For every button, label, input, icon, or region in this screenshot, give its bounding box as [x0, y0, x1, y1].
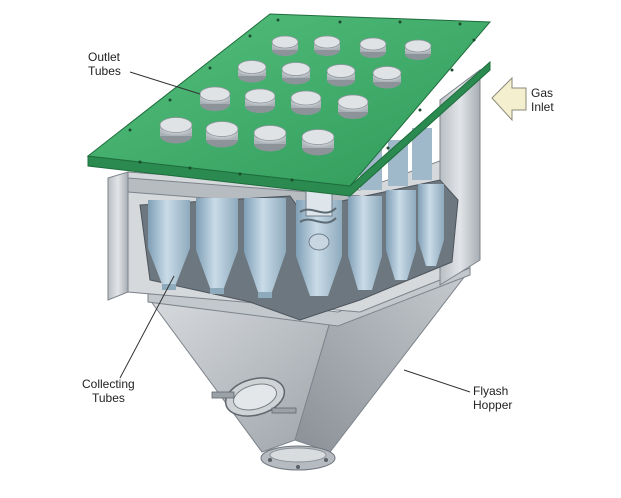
collecting-tube: [196, 198, 238, 294]
label-outlet-tubes: Outlet Tubes: [88, 50, 121, 78]
outlet-tube: [253, 125, 287, 152]
outlet-tube: [372, 66, 402, 89]
label-flyash-hopper: Flyash Hopper: [473, 384, 513, 412]
plate-bolts: [128, 18, 476, 182]
outlet-tube: [326, 64, 356, 87]
outlet-tube: [271, 35, 299, 56]
collecting-tube: [244, 198, 286, 298]
outlet-tube: [337, 94, 369, 119]
leader-outlet-tubes: [129, 71, 201, 95]
collecting-tube: [348, 196, 382, 290]
hopper-rim: [147, 261, 471, 327]
outlet-tube: [244, 88, 276, 113]
hopper-access-door: [211, 377, 297, 417]
outlet-tube: [301, 129, 335, 156]
leader-lines: [119, 71, 471, 393]
collecting-tube: [418, 184, 444, 266]
tube-sheet-plate: [86, 13, 492, 197]
outlet-tube: [237, 60, 267, 83]
gas-inlet-arrow: [491, 76, 527, 122]
outlet-tube: [199, 86, 231, 111]
collecting-tube: [386, 190, 416, 280]
housing-left-wall: [107, 171, 129, 301]
collecting-tube-cutaway: [296, 185, 342, 296]
outlet-tube: [290, 90, 322, 115]
plate-top: [86, 13, 492, 187]
collecting-tubes: [148, 128, 444, 298]
collecting-tube: [148, 200, 190, 290]
outlet-tube: [281, 62, 311, 85]
label-gas-inlet: Gas Inlet: [531, 86, 554, 114]
leader-flyash-hopper: [403, 369, 471, 393]
outlet-tube: [404, 39, 432, 60]
outlet-tube: [205, 121, 239, 148]
outlet-tubes: [159, 35, 432, 156]
leader-collecting-tubes: [119, 275, 175, 379]
outlet-tube: [313, 35, 341, 56]
outlet-tube: [359, 37, 387, 58]
label-collecting-tubes: Collecting Tubes: [82, 377, 135, 405]
outlet-tube: [159, 117, 193, 144]
flyash-hopper: [147, 261, 471, 471]
